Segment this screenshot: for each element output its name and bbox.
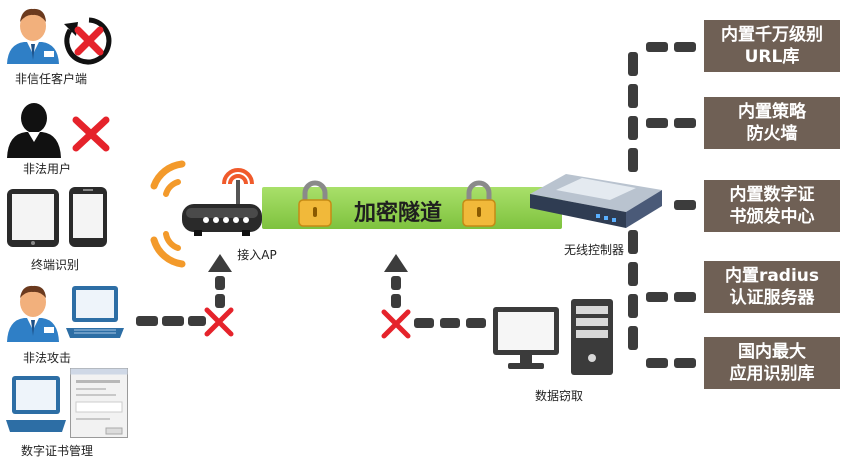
feature-box-app-recognition: 国内最大 应用识别库 [704, 337, 840, 389]
up-arrow-icon [384, 254, 408, 272]
bracket-connector [646, 358, 668, 368]
wireless-controller-icon [530, 174, 662, 228]
tunnel-label: 加密隧道 [354, 201, 443, 226]
attack-block-x-icon [204, 307, 234, 337]
bracket-connector [674, 292, 696, 302]
feature-box-url-library: 内置千万级别 URL库 [704, 20, 840, 72]
bracket-connector [674, 42, 696, 52]
bracket-connector [646, 292, 668, 302]
user-icon [7, 8, 59, 64]
theft-path-dash [466, 318, 486, 328]
theft-block-x-icon [381, 309, 411, 339]
feature-box-radius: 内置radius 认证服务器 [704, 261, 840, 313]
bracket-connector [674, 358, 696, 368]
terminal-recognition-label: 终端识别 [30, 258, 79, 272]
theft-path-dash [391, 276, 401, 290]
data-theft-label: 数据窃取 [534, 389, 583, 403]
bracket-dash [628, 148, 638, 172]
feature-line: 内置策略 [738, 102, 806, 122]
feature-line: 防火墙 [746, 124, 798, 144]
feature-line: 国内最大 [738, 342, 806, 362]
bracket-connector [646, 42, 668, 52]
feature-line: 书颁发中心 [729, 207, 815, 227]
smartphone-icon [69, 187, 107, 247]
attack-path-dash [215, 276, 225, 290]
bracket-connector [646, 118, 668, 128]
feature-line: 认证服务器 [729, 288, 815, 308]
lock-left-icon [298, 180, 332, 227]
laptop-icon [66, 286, 124, 338]
attacker-user-icon [7, 285, 59, 342]
cert-dialog-window-icon [70, 368, 128, 438]
attack-path-dash [136, 316, 158, 326]
attack-path-dash [215, 294, 225, 308]
bracket-dash [628, 294, 638, 318]
feature-line: 内置radius [724, 266, 820, 286]
untrusted-client-label: 非信任客户端 [14, 72, 87, 86]
cert-laptop-icon [6, 376, 66, 432]
access-ap-label: 接入AP [237, 248, 277, 262]
theft-path-dash [391, 294, 401, 308]
bracket-dash [628, 52, 638, 76]
server-tower-icon [571, 299, 613, 375]
feature-line: 内置千万级别 [721, 25, 823, 45]
feature-line: 内置数字证 [729, 185, 815, 205]
theft-path-dash [440, 318, 460, 328]
wifi-signal-left-icon [150, 160, 186, 268]
block-x-icon [72, 116, 110, 152]
bracket-dash [628, 84, 638, 108]
controller-label: 无线控制器 [563, 243, 624, 257]
feature-box-firewall: 内置策略 防火墙 [704, 97, 840, 149]
up-arrow-icon [208, 254, 232, 272]
attack-path-dash [188, 316, 206, 326]
bracket-connector [674, 200, 696, 210]
attack-path-dash [162, 316, 184, 326]
feature-line: URL库 [744, 47, 800, 67]
feature-line: 应用识别库 [729, 364, 815, 384]
anonymous-user-icon [7, 103, 61, 158]
illegal-attack-label: 非法攻击 [22, 351, 71, 365]
illegal-user-label: 非法用户 [22, 162, 71, 176]
lock-right-icon [462, 180, 496, 227]
desktop-monitor-icon [493, 307, 559, 369]
bracket-dash [628, 116, 638, 140]
feature-box-cert-authority: 内置数字证 书颁发中心 [704, 180, 840, 232]
refresh-blocked-icon [64, 17, 112, 65]
cert-management-label: 数字证书管理 [20, 444, 93, 458]
tablet-icon [7, 189, 59, 247]
bracket-dash [628, 230, 638, 254]
bracket-dash [628, 262, 638, 286]
access-point-router-icon [182, 168, 262, 236]
bracket-dash [628, 326, 638, 350]
theft-path-dash [414, 318, 434, 328]
bracket-connector [674, 118, 696, 128]
